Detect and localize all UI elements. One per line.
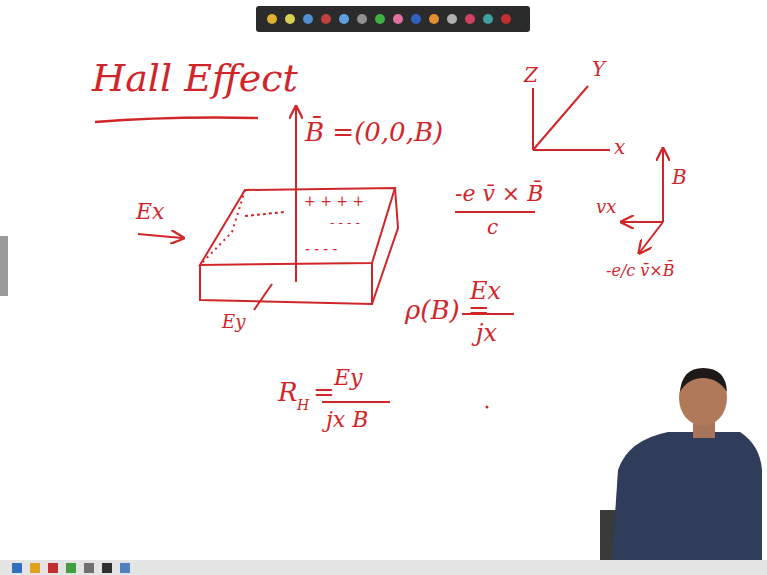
charge-marks: - - - - — [305, 242, 337, 257]
axis-label: x — [614, 136, 625, 158]
force-formula: -e v̄ × B̄ — [455, 182, 543, 206]
field-label: Ex — [136, 200, 164, 224]
axes — [533, 86, 610, 150]
resistivity-formula: jx — [476, 320, 497, 346]
vector-label: vx — [596, 197, 616, 217]
presenter — [600, 368, 762, 560]
title-underline — [95, 118, 258, 123]
vector-label: -e/c v̄×B̄ — [606, 262, 675, 280]
field-vector: B̄ =(0,0,B) — [305, 118, 443, 147]
dot — [486, 406, 489, 409]
side-tab — [0, 236, 8, 296]
leader-line — [254, 284, 272, 310]
hall-coefficient: jx B — [326, 408, 368, 432]
field-arrow — [295, 108, 297, 282]
field-label: Ey — [222, 312, 245, 332]
hall-coefficient: R — [278, 378, 298, 407]
charge-marks: + + + + — [304, 194, 364, 209]
force-diagram — [623, 150, 663, 252]
hall-slab — [200, 188, 398, 304]
hall-coefficient: H — [297, 398, 309, 413]
force-formula: c — [487, 216, 498, 238]
toolbar-icons — [267, 14, 511, 24]
title: Hall Effect — [92, 58, 298, 100]
resistivity-formula: Ex — [470, 278, 501, 304]
hall-coefficient: Ey — [334, 366, 363, 390]
fraction-bar — [322, 212, 535, 402]
field-arrow — [138, 234, 182, 238]
taskbar — [0, 560, 767, 575]
axis-label: Y — [592, 58, 605, 80]
vector-label: B — [672, 166, 687, 188]
toolbar — [256, 6, 530, 32]
hall-coefficient: = — [313, 378, 335, 407]
charge-marks: - - - - — [330, 216, 360, 230]
axis-label: Z — [524, 64, 538, 86]
taskbar-icons — [12, 563, 130, 573]
